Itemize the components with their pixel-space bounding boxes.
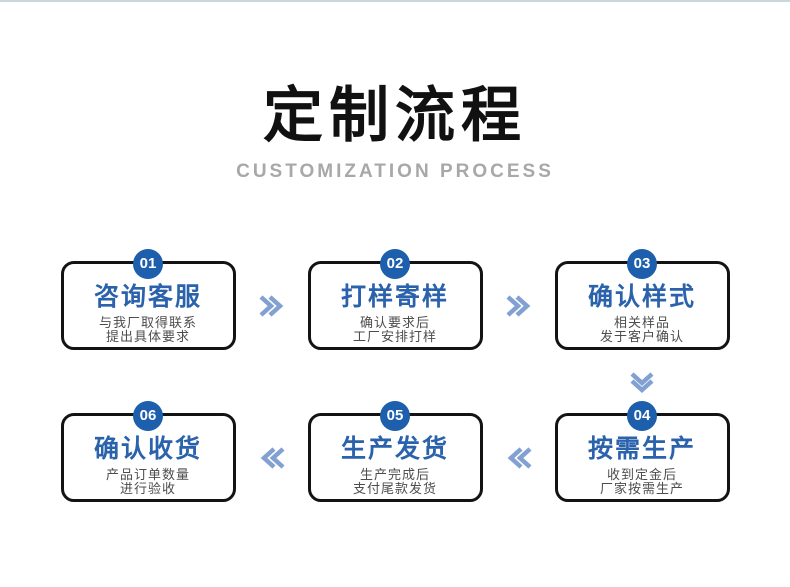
- step-number-badge: 02: [380, 249, 410, 279]
- step-number-badge: 04: [627, 401, 657, 431]
- step-title: 生产发货: [340, 435, 449, 463]
- step-desc-line: 支付尾款发货: [352, 481, 437, 497]
- step-desc-line: 工厂安排打样: [352, 329, 437, 345]
- flow-row-top: 01 咨询客服 与我厂取得联系 提出具体要求 02 打样寄样 确认要求后 工厂: [60, 249, 730, 350]
- step-description: 产品订单数量 进行验收: [64, 466, 233, 498]
- step-title: 咨询客服: [93, 283, 202, 311]
- step-desc-line: 厂家按需生产: [599, 481, 684, 497]
- step-desc-line: 相关样品: [613, 314, 670, 330]
- step-desc-line: 产品订单数量: [105, 466, 190, 482]
- step-desc-line: 发于客户确认: [599, 329, 684, 345]
- step-number-badge: 03: [627, 249, 657, 279]
- double-chevron-left-icon: [260, 446, 285, 469]
- step-desc-line: 与我厂取得联系: [98, 314, 197, 330]
- step-number-badge: 05: [380, 401, 410, 431]
- top-edge-divider: [0, 0, 790, 2]
- step-desc-line: 进行验收: [119, 481, 176, 497]
- step-description: 与我厂取得联系 提出具体要求: [64, 314, 233, 346]
- page-subtitle: CUSTOMIZATION PROCESS: [236, 161, 554, 182]
- arrow-cell: [236, 413, 308, 502]
- flow-connector-row: [61, 350, 730, 413]
- process-flow: 01 咨询客服 与我厂取得联系 提出具体要求 02 打样寄样 确认要求后 工厂: [60, 249, 730, 502]
- step-card-01: 01 咨询客服 与我厂取得联系 提出具体要求: [60, 249, 236, 350]
- step-card-03: 03 确认样式 相关样品 发于客户确认: [554, 249, 730, 350]
- step-title: 确认收货: [93, 435, 202, 463]
- step-description: 收到定金后 厂家按需生产: [558, 466, 727, 498]
- arrow-cell: [483, 413, 555, 502]
- flow-row-bottom: 06 确认收货 产品订单数量 进行验收 05 生产发货 生产完成后 支付尾款发: [60, 401, 730, 502]
- step-card-04: 04 按需生产 收到定金后 厂家按需生产: [554, 401, 730, 502]
- step-desc-line: 生产完成后: [359, 466, 430, 482]
- page-title: 定制流程: [263, 82, 527, 149]
- arrow-cell: [483, 261, 555, 350]
- step-desc-line: 收到定金后: [606, 466, 677, 482]
- double-chevron-left-icon: [507, 446, 532, 469]
- double-chevron-down-icon: [630, 371, 654, 393]
- step-card-02: 02 打样寄样 确认要求后 工厂安排打样: [307, 249, 483, 350]
- step-title: 打样寄样: [340, 283, 449, 311]
- arrow-cell: [555, 350, 730, 413]
- spacer: [61, 350, 555, 413]
- header: 定制流程 CUSTOMIZATION PROCESS: [0, 2, 790, 183]
- step-title: 按需生产: [587, 435, 696, 463]
- step-title: 确认样式: [587, 283, 696, 311]
- step-desc-line: 确认要求后: [359, 314, 430, 330]
- step-description: 确认要求后 工厂安排打样: [311, 314, 480, 346]
- double-chevron-right-icon: [505, 294, 530, 317]
- step-card-05: 05 生产发货 生产完成后 支付尾款发货: [307, 401, 483, 502]
- arrow-cell: [236, 261, 308, 350]
- step-description: 相关样品 发于客户确认: [558, 314, 727, 346]
- step-description: 生产完成后 支付尾款发货: [311, 466, 480, 498]
- double-chevron-right-icon: [258, 294, 283, 317]
- step-number-badge: 06: [133, 401, 163, 431]
- step-number-badge: 01: [133, 249, 163, 279]
- step-card-06: 06 确认收货 产品订单数量 进行验收: [60, 401, 236, 502]
- step-desc-line: 提出具体要求: [105, 329, 190, 345]
